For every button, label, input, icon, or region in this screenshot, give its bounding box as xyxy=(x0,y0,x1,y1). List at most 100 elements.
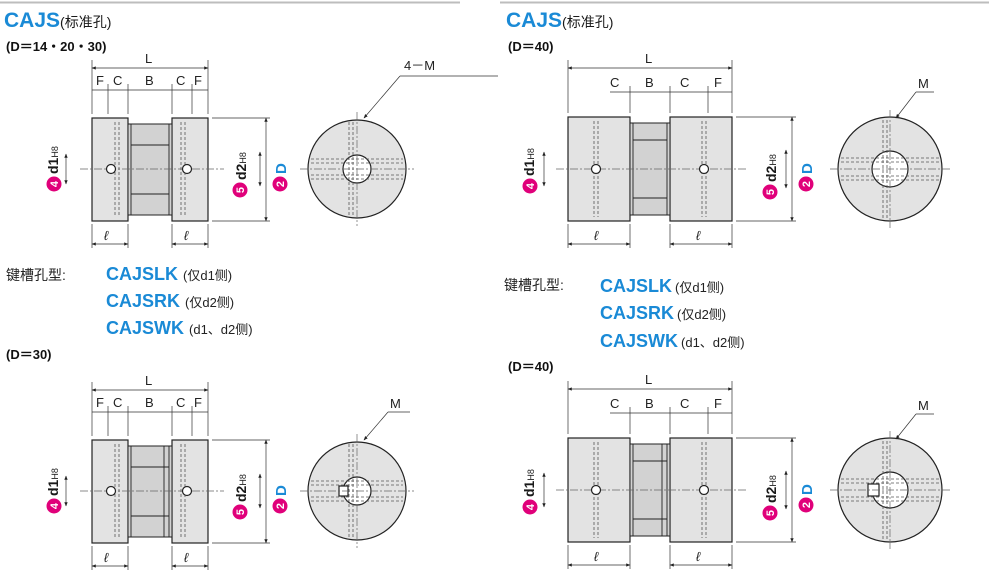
d1-badge xyxy=(522,178,538,194)
d2-label: d2H8 xyxy=(763,154,779,182)
hole-callout: M xyxy=(390,396,401,411)
dim-C-left: C xyxy=(113,73,122,88)
d1-badge xyxy=(46,176,62,192)
svg-text:CAJSRK(仅d2侧): CAJSRK(仅d2侧) xyxy=(106,291,234,311)
d2-badge xyxy=(762,505,778,521)
d1-label: d1H8 xyxy=(45,468,61,496)
dim-ell-right: ℓ xyxy=(696,228,701,243)
left-drawing-1: L F C B C F ℓ ℓ 4 d1H8 5 d2H8 xyxy=(45,51,498,248)
D-label: D xyxy=(799,163,816,174)
left-drawing2-caption: (D＝30) xyxy=(6,347,52,362)
keyway-label: 键槽孔型: xyxy=(6,267,66,283)
right-keyway-options: 键槽孔型: CAJSLK(仅d1侧) CAJSRK(仅d2侧) CAJSWK(d… xyxy=(504,276,745,351)
dim-B: B xyxy=(645,75,654,90)
left-drawing1-caption: (D＝14・20・30) xyxy=(6,39,106,54)
dim-F-right: F xyxy=(714,75,722,90)
keyway-option-1: CAJSLK(仅d1侧) xyxy=(106,264,232,284)
d2-label: d2H8 xyxy=(763,475,779,503)
svg-text:CAJSLK(仅d1侧): CAJSLK(仅d1侧) xyxy=(600,276,724,296)
right-title: CAJS(标准孔) xyxy=(506,9,613,32)
svg-text:2: 2 xyxy=(801,181,813,187)
svg-text:CAJSRK(仅d2侧): CAJSRK(仅d2侧) xyxy=(600,303,726,323)
svg-text:CAJSWK(d1、d2侧): CAJSWK(d1、d2侧) xyxy=(106,318,253,338)
end-view: 4－M xyxy=(300,58,498,226)
dim-F-left: F xyxy=(96,73,104,88)
right-drawing2-caption: (D＝40) xyxy=(508,359,554,374)
svg-text:CAJSWK(d1、d2侧): CAJSWK(d1、d2侧) xyxy=(600,331,745,351)
dim-B: B xyxy=(145,73,154,88)
dim-ell-left: ℓ xyxy=(104,228,109,243)
D-label: D xyxy=(273,163,290,174)
dim-C-right: C xyxy=(680,396,689,411)
svg-text:4: 4 xyxy=(49,180,61,187)
right-drawing-1: L C B C F ℓ ℓ 4 d1H8 5 d2H8 2 D xyxy=(521,51,950,248)
keyway-option-1: CAJSLK(仅d1侧) xyxy=(600,276,724,296)
svg-text:CAJSLK(仅d1侧): CAJSLK(仅d1侧) xyxy=(106,264,232,284)
svg-text:5: 5 xyxy=(235,187,247,193)
D-badge xyxy=(798,497,814,513)
end-view: M xyxy=(300,396,414,548)
side-view: L F C B C F ℓ ℓ 4 d1H8 5 d2H8 2 xyxy=(45,373,290,570)
svg-text:4: 4 xyxy=(49,502,61,509)
dim-ell-right: ℓ xyxy=(184,550,189,565)
dim-F-right: F xyxy=(714,396,722,411)
hole-callout: 4－M xyxy=(404,58,435,73)
left-title: CAJS(标准孔) xyxy=(4,9,111,32)
D-badge xyxy=(798,176,814,192)
D-label: D xyxy=(273,485,290,496)
svg-text:4: 4 xyxy=(525,503,537,510)
dim-C-left: C xyxy=(610,396,619,411)
side-view: L C B C F ℓ ℓ 4 d1H8 5 d2H8 2 D xyxy=(521,51,816,248)
dim-C-left: C xyxy=(610,75,619,90)
dim-L: L xyxy=(145,51,152,66)
end-view: M xyxy=(830,76,950,228)
svg-text:5: 5 xyxy=(765,189,777,195)
D-badge xyxy=(272,498,288,514)
d1-badge xyxy=(522,499,538,515)
dim-L: L xyxy=(645,372,652,387)
d2-badge xyxy=(232,182,248,198)
dim-C-right: C xyxy=(176,395,185,410)
dim-L: L xyxy=(145,373,152,388)
svg-text:2: 2 xyxy=(801,502,813,508)
svg-text:2: 2 xyxy=(275,503,287,509)
d2-label: d2H8 xyxy=(233,474,249,502)
end-view: M xyxy=(830,398,950,549)
dim-B: B xyxy=(645,396,654,411)
D-label: D xyxy=(799,484,816,495)
dim-F-left: F xyxy=(96,395,104,410)
d2-label: d2H8 xyxy=(233,152,249,180)
dim-B: B xyxy=(145,395,154,410)
left-keyway-options: 键槽孔型: CAJSLK(仅d1侧) CAJSRK(仅d2侧) CAJSWK(d… xyxy=(6,264,253,338)
dim-ell-right: ℓ xyxy=(184,228,189,243)
dim-ell-left: ℓ xyxy=(594,549,599,564)
keyway-option-2: CAJSRK(仅d2侧) xyxy=(106,291,234,311)
d2-badge xyxy=(762,184,778,200)
dim-C-left: C xyxy=(113,395,122,410)
keyway-option-3: CAJSWK(d1、d2侧) xyxy=(600,331,745,351)
hole-callout: M xyxy=(918,76,929,91)
left-drawing-2: L F C B C F ℓ ℓ 4 d1H8 5 d2H8 2 xyxy=(45,373,414,570)
dim-C-right: C xyxy=(176,73,185,88)
dim-ell-left: ℓ xyxy=(594,228,599,243)
hole-callout: M xyxy=(918,398,929,413)
d2-badge xyxy=(232,504,248,520)
dim-F-right: F xyxy=(194,395,202,410)
keyway-option-3: CAJSWK(d1、d2侧) xyxy=(106,318,253,338)
right-drawing-2: L C B C F ℓ ℓ 4 d1H8 5 d2H8 2 D xyxy=(521,372,950,569)
d1-label: d1H8 xyxy=(45,146,61,174)
svg-text:2: 2 xyxy=(275,181,287,187)
keyway-option-2: CAJSRK(仅d2侧) xyxy=(600,303,726,323)
svg-text:5: 5 xyxy=(765,510,777,516)
dim-ell-left: ℓ xyxy=(104,550,109,565)
d1-label: d1H8 xyxy=(521,469,537,497)
svg-text:CAJS(标准孔): CAJS(标准孔) xyxy=(4,9,111,32)
dim-L: L xyxy=(645,51,652,66)
right-drawing1-caption: (D＝40) xyxy=(508,39,554,54)
d1-badge xyxy=(46,498,62,514)
side-view: L F C B C F ℓ ℓ 4 d1H8 5 d2H8 xyxy=(45,51,290,248)
D-badge xyxy=(272,176,288,192)
keyway-label: 键槽孔型: xyxy=(504,277,564,293)
svg-text:4: 4 xyxy=(525,182,537,189)
